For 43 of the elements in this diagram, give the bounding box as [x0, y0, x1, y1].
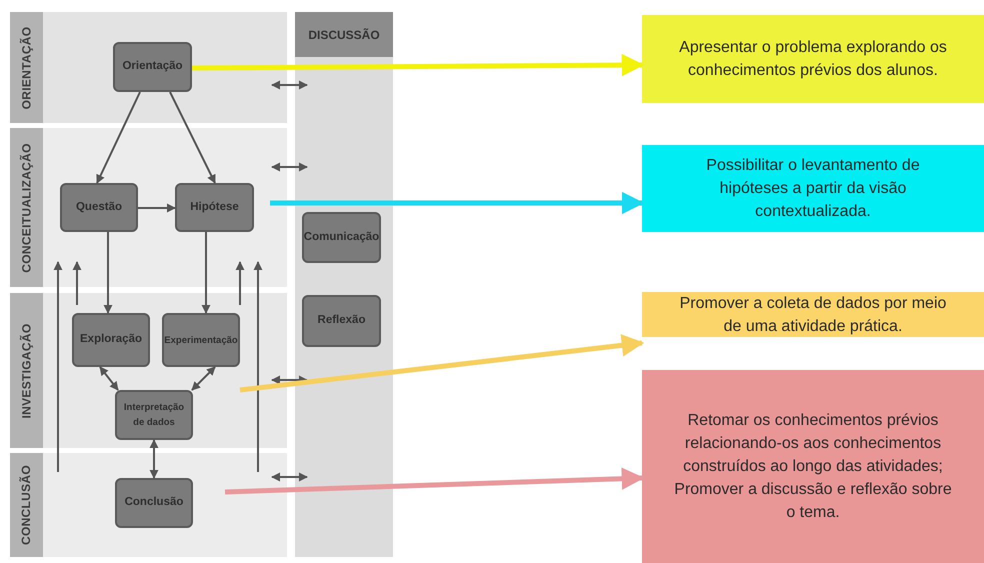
arrow — [169, 92, 216, 184]
column-header: DISCUSSÃO — [295, 12, 393, 57]
step-box: Experimentação — [162, 313, 240, 367]
phase-label: INVESTIGAÇÃO — [18, 323, 34, 418]
arrow — [270, 192, 644, 214]
arrow — [192, 54, 644, 76]
arrow — [104, 232, 112, 314]
arrow — [138, 204, 176, 212]
note-box: Promover a coleta de dados por meio de uma atividade prática. — [642, 292, 984, 337]
step-box: Questão — [60, 183, 138, 232]
arrow — [54, 261, 62, 472]
step-box: Hipótese — [175, 183, 254, 232]
discussion-column — [295, 12, 393, 557]
arrow — [202, 232, 210, 314]
phase-band — [10, 453, 287, 557]
note-box: Possibilitar o levantamento de hipóteses a partir da visão contextualizada. — [642, 145, 984, 232]
arrow — [150, 439, 158, 479]
step-box: Interpretação de dados — [115, 390, 193, 440]
arrow — [240, 334, 644, 392]
phase-band — [10, 12, 287, 123]
arrow — [271, 80, 308, 90]
step-box: Exploração — [72, 313, 150, 367]
arrow — [99, 366, 119, 391]
arrow — [271, 162, 308, 172]
phase-label: ORIENTAÇÃO — [18, 26, 34, 109]
arrow — [191, 366, 216, 391]
arrow — [271, 376, 308, 384]
step-box: Conclusão — [115, 478, 193, 528]
note-box: Apresentar o problema explorando os conhecimentos prévios dos alunos. — [642, 15, 984, 103]
arrow — [72, 261, 82, 305]
note-box: Retomar os conhecimentos prévios relacionando-os aos conhecimentos construídos ao longo das atividades; Promover a discussão e reflexão sobre o tema. — [642, 370, 984, 563]
step-box: Comunicação — [302, 212, 381, 263]
phase-band — [10, 293, 287, 448]
arrow — [224, 467, 644, 494]
phase-band — [10, 128, 287, 287]
phase-label: CONCLUSÃO — [18, 464, 34, 546]
arrow — [96, 92, 141, 184]
phase-label: CONCEITUALIZAÇÃO — [18, 142, 34, 272]
arrow — [254, 261, 262, 472]
arrow — [271, 472, 308, 482]
arrow — [236, 261, 244, 305]
step-box: Reflexão — [302, 295, 381, 347]
step-box: Orientação — [113, 42, 192, 92]
